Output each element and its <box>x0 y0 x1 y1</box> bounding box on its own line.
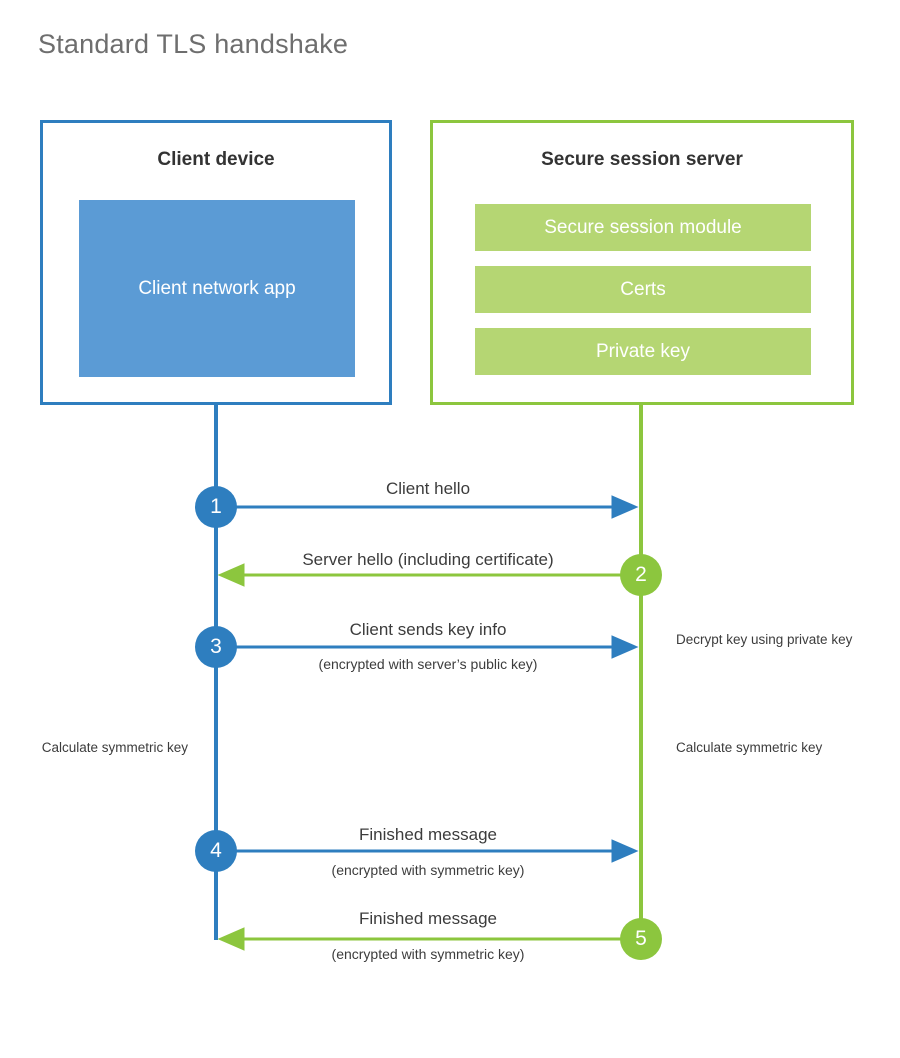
note-calculate-symmetric-key-server: Calculate symmetric key <box>676 740 823 755</box>
note-decrypt-key: Decrypt key using private key <box>676 632 853 647</box>
server-component-secure-session-module: Secure session module <box>475 204 811 251</box>
client-lifeline <box>214 403 218 940</box>
arrow-label-step-1: Client hello <box>385 479 471 498</box>
arrow-sublabel-step-4: (encrypted with symmetric key) <box>331 862 525 878</box>
arrow-label-step-4: Finished message <box>359 825 497 844</box>
arrow-label-step-3: Client sends key info <box>349 620 507 639</box>
page-title: Standard TLS handshake <box>38 29 349 59</box>
arrow-label-step-2: Server hello (including certificate) <box>302 550 554 569</box>
arrow-sublabel-step-3: (encrypted with server’s public key) <box>318 656 538 672</box>
step-circle-3: 3 <box>195 626 237 668</box>
step-circle-5: 5 <box>620 918 662 960</box>
server-lifeline <box>639 403 643 940</box>
arrow-sublabel-step-5: (encrypted with symmetric key) <box>331 946 525 962</box>
secure-session-server-box: Secure session server Secure session mod… <box>430 120 854 405</box>
client-network-app-block: Client network app <box>79 200 355 377</box>
client-device-title: Client device <box>157 149 275 170</box>
server-component-certs: Certs <box>475 266 811 313</box>
step-circle-2: 2 <box>620 554 662 596</box>
step-circle-1: 1 <box>195 486 237 528</box>
server-component-private-key: Private key <box>475 328 811 375</box>
client-device-box: Client device Client network app <box>40 120 392 405</box>
secure-session-server-title: Secure session server <box>541 149 743 170</box>
step-circle-4: 4 <box>195 830 237 872</box>
arrow-label-step-5: Finished message <box>359 909 497 928</box>
note-calculate-symmetric-key-client: Calculate symmetric key <box>41 740 188 755</box>
